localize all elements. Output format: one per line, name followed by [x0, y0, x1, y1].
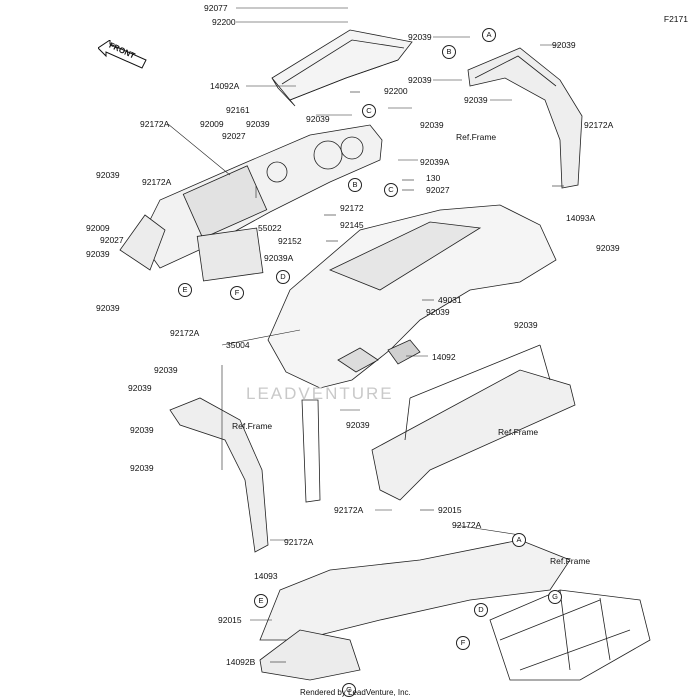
callout-a[interactable]: A: [512, 533, 526, 547]
callout-e[interactable]: E: [254, 594, 268, 608]
part-label[interactable]: 92172A: [334, 505, 364, 515]
part-label[interactable]: 92009: [86, 223, 110, 233]
callout-c[interactable]: C: [362, 104, 376, 118]
part-label[interactable]: 92172A: [142, 177, 172, 187]
callout-c[interactable]: C: [384, 183, 398, 197]
part-label[interactable]: 92039: [154, 365, 178, 375]
callout-e[interactable]: E: [178, 283, 192, 297]
part-label[interactable]: 92145: [340, 220, 364, 230]
part-label[interactable]: 92172: [340, 203, 364, 213]
callout-b[interactable]: B: [442, 45, 456, 59]
part-label[interactable]: 14093A: [566, 213, 596, 223]
part-label[interactable]: 92039A: [420, 157, 450, 167]
part-label[interactable]: 92015: [218, 615, 242, 625]
part-label[interactable]: 92039: [246, 119, 270, 129]
front-arrow-icon: [98, 40, 147, 69]
part-label[interactable]: 14092: [432, 352, 456, 362]
part-label[interactable]: 92039: [420, 120, 444, 130]
part-label[interactable]: 92039: [552, 40, 576, 50]
part-label[interactable]: 92039: [514, 320, 538, 330]
part-label[interactable]: 92039: [128, 383, 152, 393]
part-label[interactable]: 92172A: [170, 328, 200, 338]
part-label[interactable]: 14092B: [226, 657, 256, 667]
part-label[interactable]: 92152: [278, 236, 302, 246]
cover-14092a-drawing: [271, 29, 413, 107]
ref-frame-label: Ref.Frame: [550, 556, 591, 566]
callout-a[interactable]: A: [482, 28, 496, 42]
credit-text: Rendered by LeadVenture, Inc.: [300, 688, 411, 697]
part-label[interactable]: 49031: [438, 295, 462, 305]
part-label[interactable]: 92039: [426, 307, 450, 317]
part-label[interactable]: 92009: [200, 119, 224, 129]
frame-bottom-right-drawing: [489, 589, 651, 681]
callout-d[interactable]: D: [474, 603, 488, 617]
body-35004-drawing: [267, 204, 557, 389]
part-label[interactable]: 92172A: [584, 120, 614, 130]
fender-14093a-drawing: [467, 47, 583, 189]
part-label[interactable]: 92039: [596, 243, 620, 253]
part-label[interactable]: 92039: [86, 249, 110, 259]
part-label[interactable]: 35004: [226, 340, 250, 350]
ref-frame-label: Ref.Frame: [232, 421, 273, 431]
part-label[interactable]: 92039: [408, 32, 432, 42]
part-label[interactable]: 92027: [222, 131, 246, 141]
callout-g[interactable]: G: [548, 590, 562, 604]
callout-d[interactable]: D: [276, 270, 290, 284]
part-label[interactable]: 92039: [346, 420, 370, 430]
part-label[interactable]: 92039: [464, 95, 488, 105]
part-label[interactable]: 92039: [306, 114, 330, 124]
watermark: LEADVENTURE: [246, 384, 394, 403]
callout-f[interactable]: F: [456, 636, 470, 650]
part-label[interactable]: 92015: [438, 505, 462, 515]
part-label[interactable]: 92039A: [264, 253, 294, 263]
part-label[interactable]: 14092A: [210, 81, 240, 91]
part-label[interactable]: 92039: [130, 425, 154, 435]
part-label[interactable]: 130: [426, 173, 441, 183]
part-label[interactable]: 92039: [96, 303, 120, 313]
fender-14093-drawing: [169, 397, 321, 553]
part-label[interactable]: 92027: [426, 185, 450, 195]
part-label[interactable]: 92027: [100, 235, 124, 245]
callout-g[interactable]: G: [342, 683, 356, 697]
part-label[interactable]: 92039: [96, 170, 120, 180]
part-label[interactable]: 92039: [130, 463, 154, 473]
part-label[interactable]: 92200: [384, 86, 408, 96]
part-label[interactable]: 92172A: [284, 537, 314, 547]
dashboard-55022-drawing: [119, 124, 383, 282]
frame-right-drawing: [371, 344, 576, 501]
part-label[interactable]: 92172A: [140, 119, 170, 129]
part-label[interactable]: 92077: [204, 3, 228, 13]
part-label[interactable]: 55022: [258, 223, 282, 233]
figure-id: F2171: [663, 14, 688, 24]
part-label[interactable]: 92039: [408, 75, 432, 85]
callout-f[interactable]: F: [230, 286, 244, 300]
floor-14092b-drawing: [259, 539, 571, 681]
ref-frame-label: Ref.Frame: [498, 427, 539, 437]
part-label[interactable]: 92200: [212, 17, 236, 27]
leader-lines: [167, 7, 564, 663]
part-label[interactable]: 92161: [226, 105, 250, 115]
ref-frame-label: Ref.Frame: [456, 132, 497, 142]
callout-b[interactable]: B: [348, 178, 362, 192]
part-label[interactable]: 92172A: [452, 520, 482, 530]
part-label[interactable]: 14093: [254, 571, 278, 581]
